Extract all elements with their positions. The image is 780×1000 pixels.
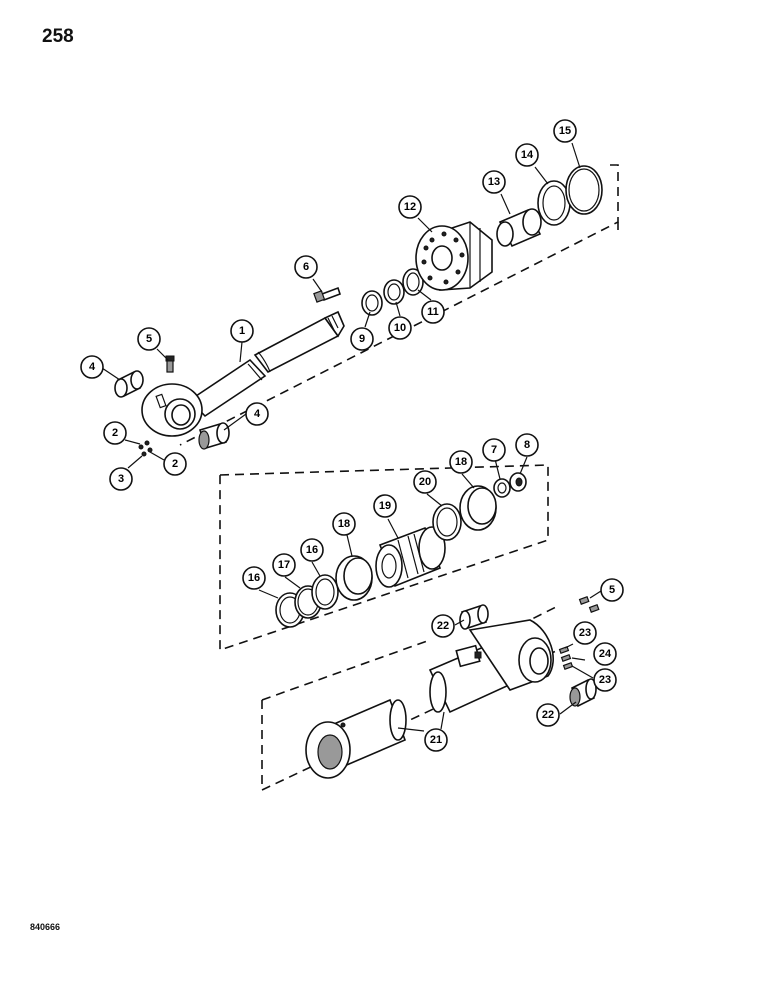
callout-7: 7 xyxy=(482,438,506,462)
callout-9: 9 xyxy=(350,327,374,351)
bushing-left xyxy=(114,370,144,398)
fittings-23-24 xyxy=(558,645,574,671)
rod-seal-11 xyxy=(402,268,424,296)
callout-23-lower: 23 xyxy=(593,668,617,692)
callout-label: 8 xyxy=(524,439,530,451)
figure-code: 840666 xyxy=(30,922,61,932)
gland-wear-sleeve xyxy=(496,208,542,248)
callout-18-left: 18 xyxy=(332,512,356,536)
callout-17: 17 xyxy=(272,553,296,577)
wear-ring-18a xyxy=(335,555,373,601)
callout-2-left: 2 xyxy=(103,421,127,445)
dashed-envelope-middle xyxy=(219,464,549,652)
callout-24: 24 xyxy=(593,642,617,666)
callout-label: 3 xyxy=(118,473,124,485)
callout-8: 8 xyxy=(515,433,539,457)
piston-seal-16b xyxy=(311,574,339,610)
callout-16-left: 16 xyxy=(242,566,266,590)
callout-label: 4 xyxy=(254,408,261,420)
callout-19: 19 xyxy=(373,494,397,518)
callout-label: 2 xyxy=(112,427,118,439)
callout-18-right: 18 xyxy=(449,450,473,474)
callout-1: 1 xyxy=(230,319,254,343)
callout-10: 10 xyxy=(388,316,412,340)
callout-label: 22 xyxy=(542,709,554,721)
backup-ring-14 xyxy=(537,180,571,226)
callout-label: 17 xyxy=(278,559,290,571)
callout-label: 14 xyxy=(521,149,534,161)
callout-label: 15 xyxy=(559,125,571,137)
cylinder-barrel-body xyxy=(428,619,554,714)
callout-6: 6 xyxy=(294,255,318,279)
callout-label: 18 xyxy=(455,456,467,468)
callout-label: 6 xyxy=(303,261,309,273)
grease-fitting-lower xyxy=(578,595,600,613)
cylinder-tube xyxy=(305,698,407,779)
callout-5-upper: 5 xyxy=(137,327,161,351)
nut-8 xyxy=(509,472,527,492)
callout-23-upper: 23 xyxy=(573,621,597,645)
snap-ring-15 xyxy=(565,165,603,215)
alignment-dots xyxy=(138,440,153,457)
callout-5-lower: 5 xyxy=(600,578,624,602)
callout-16-right: 16 xyxy=(300,538,324,562)
callout-2-right: 2 xyxy=(163,452,187,476)
rod-seal-9 xyxy=(361,290,383,316)
callout-label: 23 xyxy=(579,627,591,639)
bushing-22b xyxy=(569,678,597,708)
callout-4-right: 4 xyxy=(245,402,269,426)
callout-label: 16 xyxy=(248,572,260,584)
leader-lines xyxy=(101,142,602,732)
callout-label: 24 xyxy=(599,648,612,660)
callout-label: 4 xyxy=(89,361,96,373)
callout-label: 22 xyxy=(437,620,449,632)
callout-label: 9 xyxy=(359,333,365,345)
callout-label: 19 xyxy=(379,500,391,512)
cylinder-gland xyxy=(415,221,493,291)
wear-ring-18b xyxy=(459,485,497,531)
callout-label: 7 xyxy=(491,444,497,456)
callout-label: 21 xyxy=(430,734,442,746)
callout-13: 13 xyxy=(482,170,506,194)
bushing-right xyxy=(198,422,230,450)
callout-14: 14 xyxy=(515,143,539,167)
callout-15: 15 xyxy=(553,119,577,143)
rod-seal-10 xyxy=(383,279,405,305)
piston-19 xyxy=(375,526,446,588)
washer-7 xyxy=(493,478,511,498)
callout-12: 12 xyxy=(398,195,422,219)
callout-label: 2 xyxy=(172,458,178,470)
callout-21: 21 xyxy=(424,728,448,752)
callout-4-left: 4 xyxy=(80,355,104,379)
callout-label: 16 xyxy=(306,544,318,556)
callout-label: 11 xyxy=(427,306,439,318)
bushing-22a xyxy=(459,604,489,630)
callout-22-upper: 22 xyxy=(431,614,455,638)
rod-eye xyxy=(141,383,203,437)
callout-11: 11 xyxy=(421,300,445,324)
bolt xyxy=(313,286,342,303)
piston-seal-20 xyxy=(432,503,462,541)
callout-label: 5 xyxy=(146,333,152,345)
callout-22-lower: 22 xyxy=(536,703,560,727)
dashed-envelope-upper xyxy=(179,164,619,446)
callout-label: 23 xyxy=(599,674,611,686)
callout-label: 12 xyxy=(404,201,416,213)
callout-label: 1 xyxy=(239,325,245,337)
callout-label: 20 xyxy=(419,476,431,488)
piston-rod xyxy=(188,310,345,418)
callout-20: 20 xyxy=(413,470,437,494)
callout-label: 5 xyxy=(609,584,615,596)
callout-label: 18 xyxy=(338,518,350,530)
callout-3: 3 xyxy=(109,467,133,491)
callout-label: 13 xyxy=(488,176,500,188)
page-number: 258 xyxy=(42,26,74,47)
callout-label: 10 xyxy=(394,322,406,334)
